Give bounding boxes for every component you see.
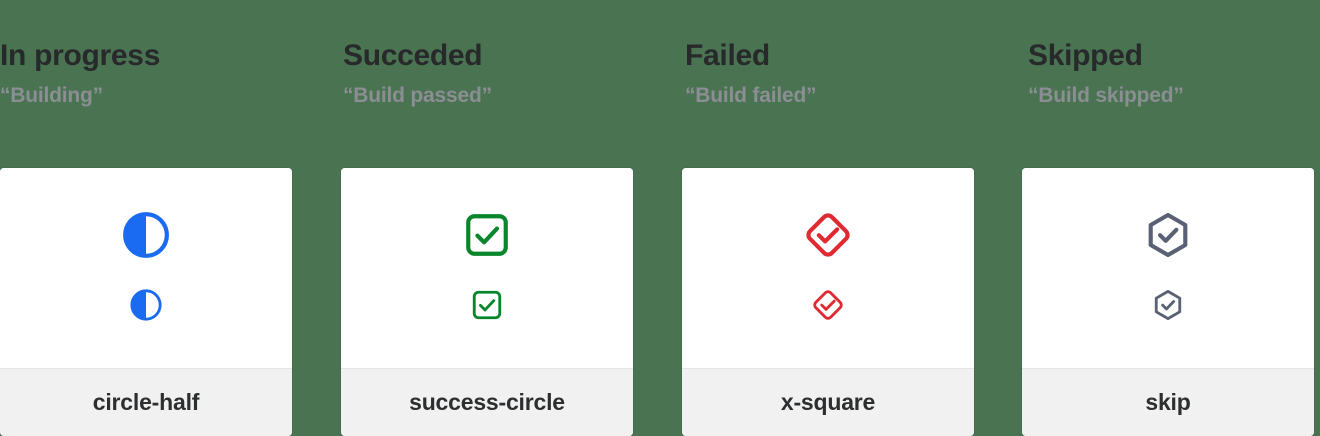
icon-preview-area-success-circle [341,168,633,368]
header-column-in-progress: In progress “Building” [0,0,341,168]
x-square-icon-small [813,290,843,320]
icon-name-label-x-square: x-square [780,389,876,415]
card-spacer [292,168,341,436]
icon-preview-area-circle-half [0,168,292,368]
icon-card-circle-half[interactable]: circle-half [0,168,292,436]
icon-card-footer-circle-half: circle-half [0,368,292,436]
icon-name-label-skip: skip [1145,389,1191,415]
icon-card-skip[interactable]: skip [1022,168,1314,436]
page-subtitle-in-progress: “Building” [0,84,103,107]
icon-card-success-circle[interactable]: success-circle [341,168,633,436]
icon-card-footer-success-circle: success-circle [341,368,633,436]
icon-card-footer-skip: skip [1022,368,1314,436]
icon-preview-area-skip [1022,168,1314,368]
x-square-icon [806,213,850,257]
circle-half-icon-small [130,289,162,321]
card-spacer [974,168,1022,436]
page-subtitle-succeded: “Build passed” [343,84,492,107]
page-title-skipped: Skipped [1028,39,1143,72]
header-column-succeded: Succeded “Build passed” [341,0,682,168]
page-subtitle-skipped: “Build skipped” [1028,84,1184,107]
page-title-succeded: Succeded [343,39,483,72]
icon-card-footer-x-square: x-square [682,368,974,436]
skip-icon-small [1154,289,1182,321]
header-column-failed: Failed “Build failed” [682,0,1023,168]
icon-card-x-square[interactable]: x-square [682,168,974,436]
success-circle-icon [466,214,508,256]
icon-name-label-circle-half: circle-half [92,389,200,415]
icon-cards-row: circle-half success-circle [0,168,1320,436]
header-row: In progress “Building” Succeded “Build p… [0,0,1320,168]
page-title-failed: Failed [685,39,770,72]
success-circle-icon-small [472,290,502,320]
circle-half-icon [123,212,169,258]
skip-icon [1148,212,1188,258]
header-column-skipped: Skipped “Build skipped” [1023,0,1320,168]
icon-name-label-success-circle: success-circle [409,389,565,415]
icon-preview-area-x-square [682,168,974,368]
page-title-in-progress: In progress [0,39,161,72]
page-subtitle-failed: “Build failed” [685,84,817,107]
card-spacer [633,168,682,436]
